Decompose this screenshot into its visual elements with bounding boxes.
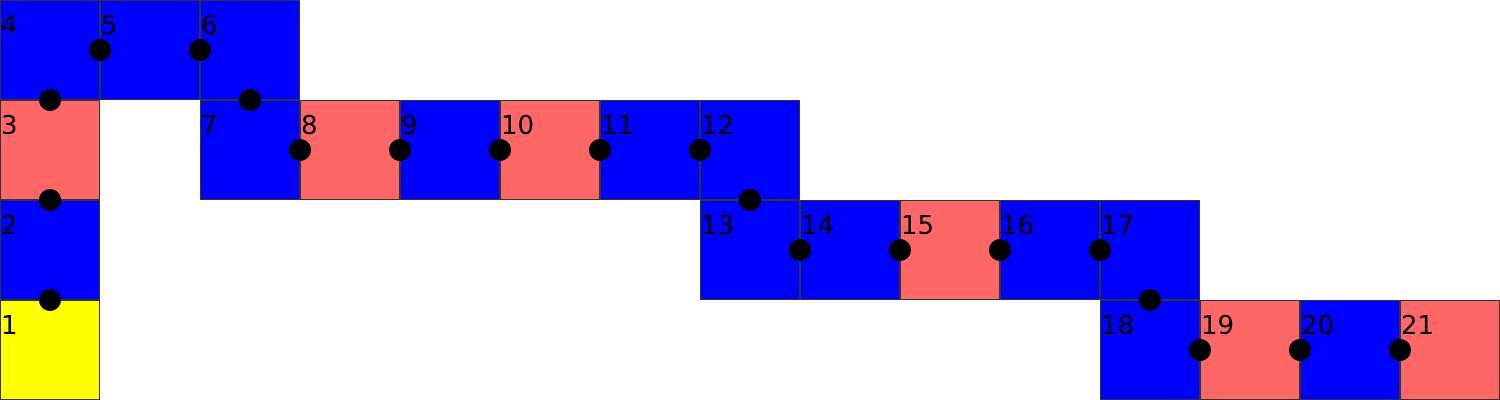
cell-number: 2 <box>1 211 18 241</box>
cell-2: 2 <box>0 200 100 300</box>
cell-number: 13 <box>701 211 735 241</box>
connector-dot <box>189 39 211 61</box>
cell-number: 8 <box>301 111 318 141</box>
cell-number: 4 <box>1 11 18 41</box>
connector-dot <box>989 239 1011 261</box>
cell-20: 20 <box>1300 300 1400 400</box>
cell-19: 19 <box>1200 300 1300 400</box>
connector-dot <box>239 89 261 111</box>
cell-number: 10 <box>501 111 535 141</box>
cell-number: 12 <box>701 111 735 141</box>
connector-dot <box>39 89 61 111</box>
cell-number: 7 <box>201 111 218 141</box>
connector-dot <box>39 289 61 311</box>
connector-dot <box>39 189 61 211</box>
cell-number: 19 <box>1201 311 1235 341</box>
cell-7: 7 <box>200 100 300 200</box>
cell-number: 18 <box>1101 311 1135 341</box>
cell-number: 11 <box>601 111 635 141</box>
connector-dot <box>389 139 411 161</box>
cell-10: 10 <box>500 100 600 200</box>
cell-15: 15 <box>900 200 1000 300</box>
cell-number: 17 <box>1101 211 1135 241</box>
connector-dot <box>1289 339 1311 361</box>
cell-number: 3 <box>1 111 18 141</box>
cell-number: 14 <box>801 211 835 241</box>
cell-9: 9 <box>400 100 500 200</box>
cell-17: 17 <box>1100 200 1200 300</box>
cell-12: 12 <box>700 100 800 200</box>
cell-number: 9 <box>401 111 418 141</box>
cell-4: 4 <box>0 0 100 100</box>
connector-dot <box>789 239 811 261</box>
cell-number: 20 <box>1301 311 1335 341</box>
connector-dot <box>739 189 761 211</box>
cell-number: 16 <box>1001 211 1035 241</box>
cell-number: 15 <box>901 211 935 241</box>
cell-13: 13 <box>700 200 800 300</box>
cell-14: 14 <box>800 200 900 300</box>
connector-dot <box>889 239 911 261</box>
cell-5: 5 <box>100 0 200 100</box>
cell-21: 21 <box>1400 300 1500 400</box>
cell-11: 11 <box>600 100 700 200</box>
connector-dot <box>589 139 611 161</box>
connector-dot <box>1189 339 1211 361</box>
cell-6: 6 <box>200 0 300 100</box>
connector-dot <box>689 139 711 161</box>
cell-16: 16 <box>1000 200 1100 300</box>
connector-dot <box>1089 239 1111 261</box>
connector-dot <box>1389 339 1411 361</box>
connector-dot <box>489 139 511 161</box>
cell-number: 5 <box>101 11 118 41</box>
cell-number: 1 <box>1 311 18 341</box>
cell-number: 6 <box>201 11 218 41</box>
connector-dot <box>289 139 311 161</box>
connector-dot <box>89 39 111 61</box>
cell-18: 18 <box>1100 300 1200 400</box>
cell-1: 1 <box>0 300 100 400</box>
cell-3: 3 <box>0 100 100 200</box>
cell-8: 8 <box>300 100 400 200</box>
connector-dot <box>1139 289 1161 311</box>
cell-number: 21 <box>1401 311 1435 341</box>
